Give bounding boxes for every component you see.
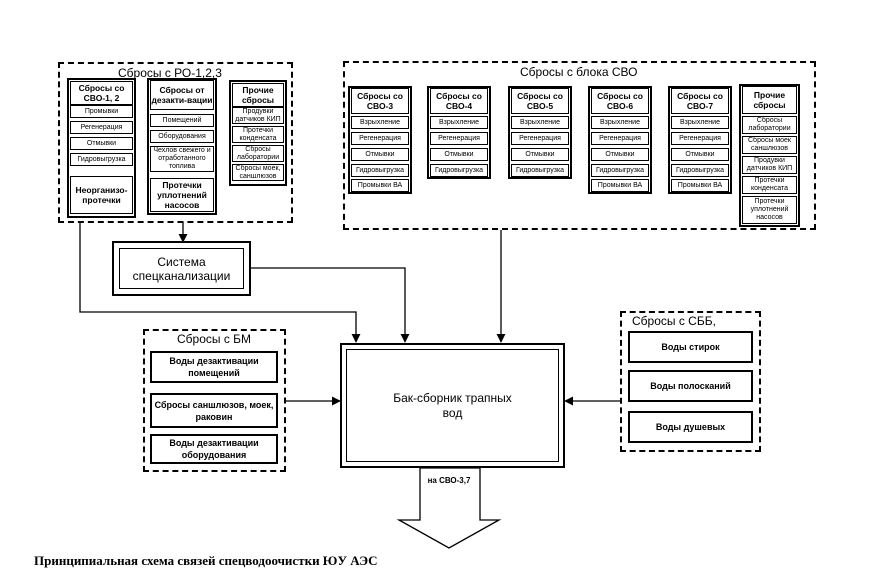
svo3-header: Сбросы со СВО-3 <box>351 88 409 114</box>
deact-header: Сбросы от дезакти-вации <box>150 80 214 110</box>
svo12-item: Регенерация <box>70 121 133 134</box>
svo4-item: Гидровыгрузка <box>430 164 488 177</box>
sewer-system: Система спецканализации <box>119 248 244 289</box>
ro-group <box>58 62 293 223</box>
svo12-item: Промывки <box>70 105 133 118</box>
ro-other-item: Продувки датчиков КИП <box>232 107 284 124</box>
arrow-sewer-to-tank <box>250 267 410 343</box>
svo-other-item: Сбросы лаборатории <box>742 116 797 134</box>
svo7-header: Сбросы со СВО-7 <box>671 88 729 114</box>
svo7-item: Отмывки <box>671 148 729 161</box>
svo12-item: Отмывки <box>70 137 133 150</box>
svo-other-header: Прочие сбросы <box>742 86 797 114</box>
svo3-item: Взрыхление <box>351 116 409 129</box>
svo5-header: Сбросы со СВО-5 <box>511 88 569 114</box>
svo-group-title: Сбросы с блока СВО <box>520 65 638 79</box>
svo7-item: Промывки ВА <box>671 179 729 192</box>
svo-other-item: Продувки датчиков КИП <box>742 156 797 174</box>
bm-item: Сбросы саншлюзов, моек, раковин <box>150 393 278 428</box>
svo5-item: Отмывки <box>511 148 569 161</box>
sbb-item: Воды полосканий <box>628 370 753 402</box>
bm-item: Воды дезактивации оборудования <box>150 434 278 464</box>
svo3-item: Регенерация <box>351 132 409 145</box>
outflow-arrow <box>396 467 502 549</box>
sewer-system-outer <box>112 241 251 296</box>
svo6-item: Регенерация <box>591 132 649 145</box>
svo3-item: Промывки ВА <box>351 179 409 192</box>
sbb-group-title: Сбросы с СББ, <box>632 314 716 328</box>
svo4-item: Отмывки <box>430 148 488 161</box>
svo6-item: Гидровыгрузка <box>591 164 649 177</box>
ro-other-item: Протечки конденсата <box>232 126 284 143</box>
arrow-ro-to-tank <box>79 222 361 343</box>
svo12-column <box>67 78 136 218</box>
svo3-column <box>348 86 412 194</box>
deact-item: Чехлов свежего и отработанного топлива <box>150 146 214 172</box>
svo3-item: Гидровыгрузка <box>351 164 409 177</box>
svo-other-item: Протечки уплотнений насосов <box>742 196 797 224</box>
svo7-item: Взрыхление <box>671 116 729 129</box>
sbb-group <box>620 311 761 452</box>
collection-tank-outer <box>340 343 565 468</box>
ro-other-header: Прочие сбросы <box>232 83 284 107</box>
svo4-header: Сбросы со СВО-4 <box>430 88 488 114</box>
deact-item: Помещений <box>150 114 214 127</box>
ro-other-item: Сбросы лаборатории <box>232 145 284 162</box>
svo3-item: Отмывки <box>351 148 409 161</box>
unorganized-leaks: Неорганизо-протечки <box>70 176 133 214</box>
bm-group <box>143 329 286 472</box>
svo5-item: Регенерация <box>511 132 569 145</box>
svo4-column <box>427 86 491 179</box>
svo12-item: Гидровыгрузка <box>70 153 133 166</box>
svo4-item: Регенерация <box>430 132 488 145</box>
svo6-item: Взрыхление <box>591 116 649 129</box>
bm-group-title: Сбросы с БМ <box>177 332 252 346</box>
svo5-item: Взрыхление <box>511 116 569 129</box>
svo5-column <box>508 86 572 179</box>
collection-tank: Бак-сборник трапных вод <box>346 349 559 462</box>
svo-other-item: Сбросы моек саншлюзов <box>742 136 797 154</box>
svo12-header: Сбросы со СВО-1, 2 <box>70 81 133 105</box>
deact-column <box>147 78 217 215</box>
pump-seal-leaks: Протечки уплотнений насосов <box>150 178 214 212</box>
bm-item: Воды дезактивации помещений <box>150 351 278 383</box>
svo5-item: Гидровыгрузка <box>511 164 569 177</box>
svo-other-item: Протечки конденсата <box>742 176 797 194</box>
ro-group-title: Сбросы с РО-1,2,3 <box>118 66 222 80</box>
ro-other-item: Сбросы моек, саншлюзов <box>232 164 284 181</box>
svo-other-column <box>739 84 800 227</box>
svo7-column <box>668 86 732 194</box>
svo4-item: Взрыхление <box>430 116 488 129</box>
svo6-item: Промывки ВА <box>591 179 649 192</box>
ro-other-column <box>229 80 287 186</box>
sbb-item: Воды душевых <box>628 411 753 443</box>
svo6-item: Отмывки <box>591 148 649 161</box>
svo6-header: Сбросы со СВО-6 <box>591 88 649 114</box>
svo7-item: Гидровыгрузка <box>671 164 729 177</box>
svo6-column <box>588 86 652 194</box>
svo7-item: Регенерация <box>671 132 729 145</box>
svo-group <box>343 61 816 230</box>
sbb-item: Воды стирок <box>628 331 753 363</box>
figure-caption: Принципиальная схема связей спецводоочис… <box>34 553 378 568</box>
deact-item: Оборудования <box>150 130 214 143</box>
outflow-label: на СВО-3,7 <box>427 476 471 485</box>
